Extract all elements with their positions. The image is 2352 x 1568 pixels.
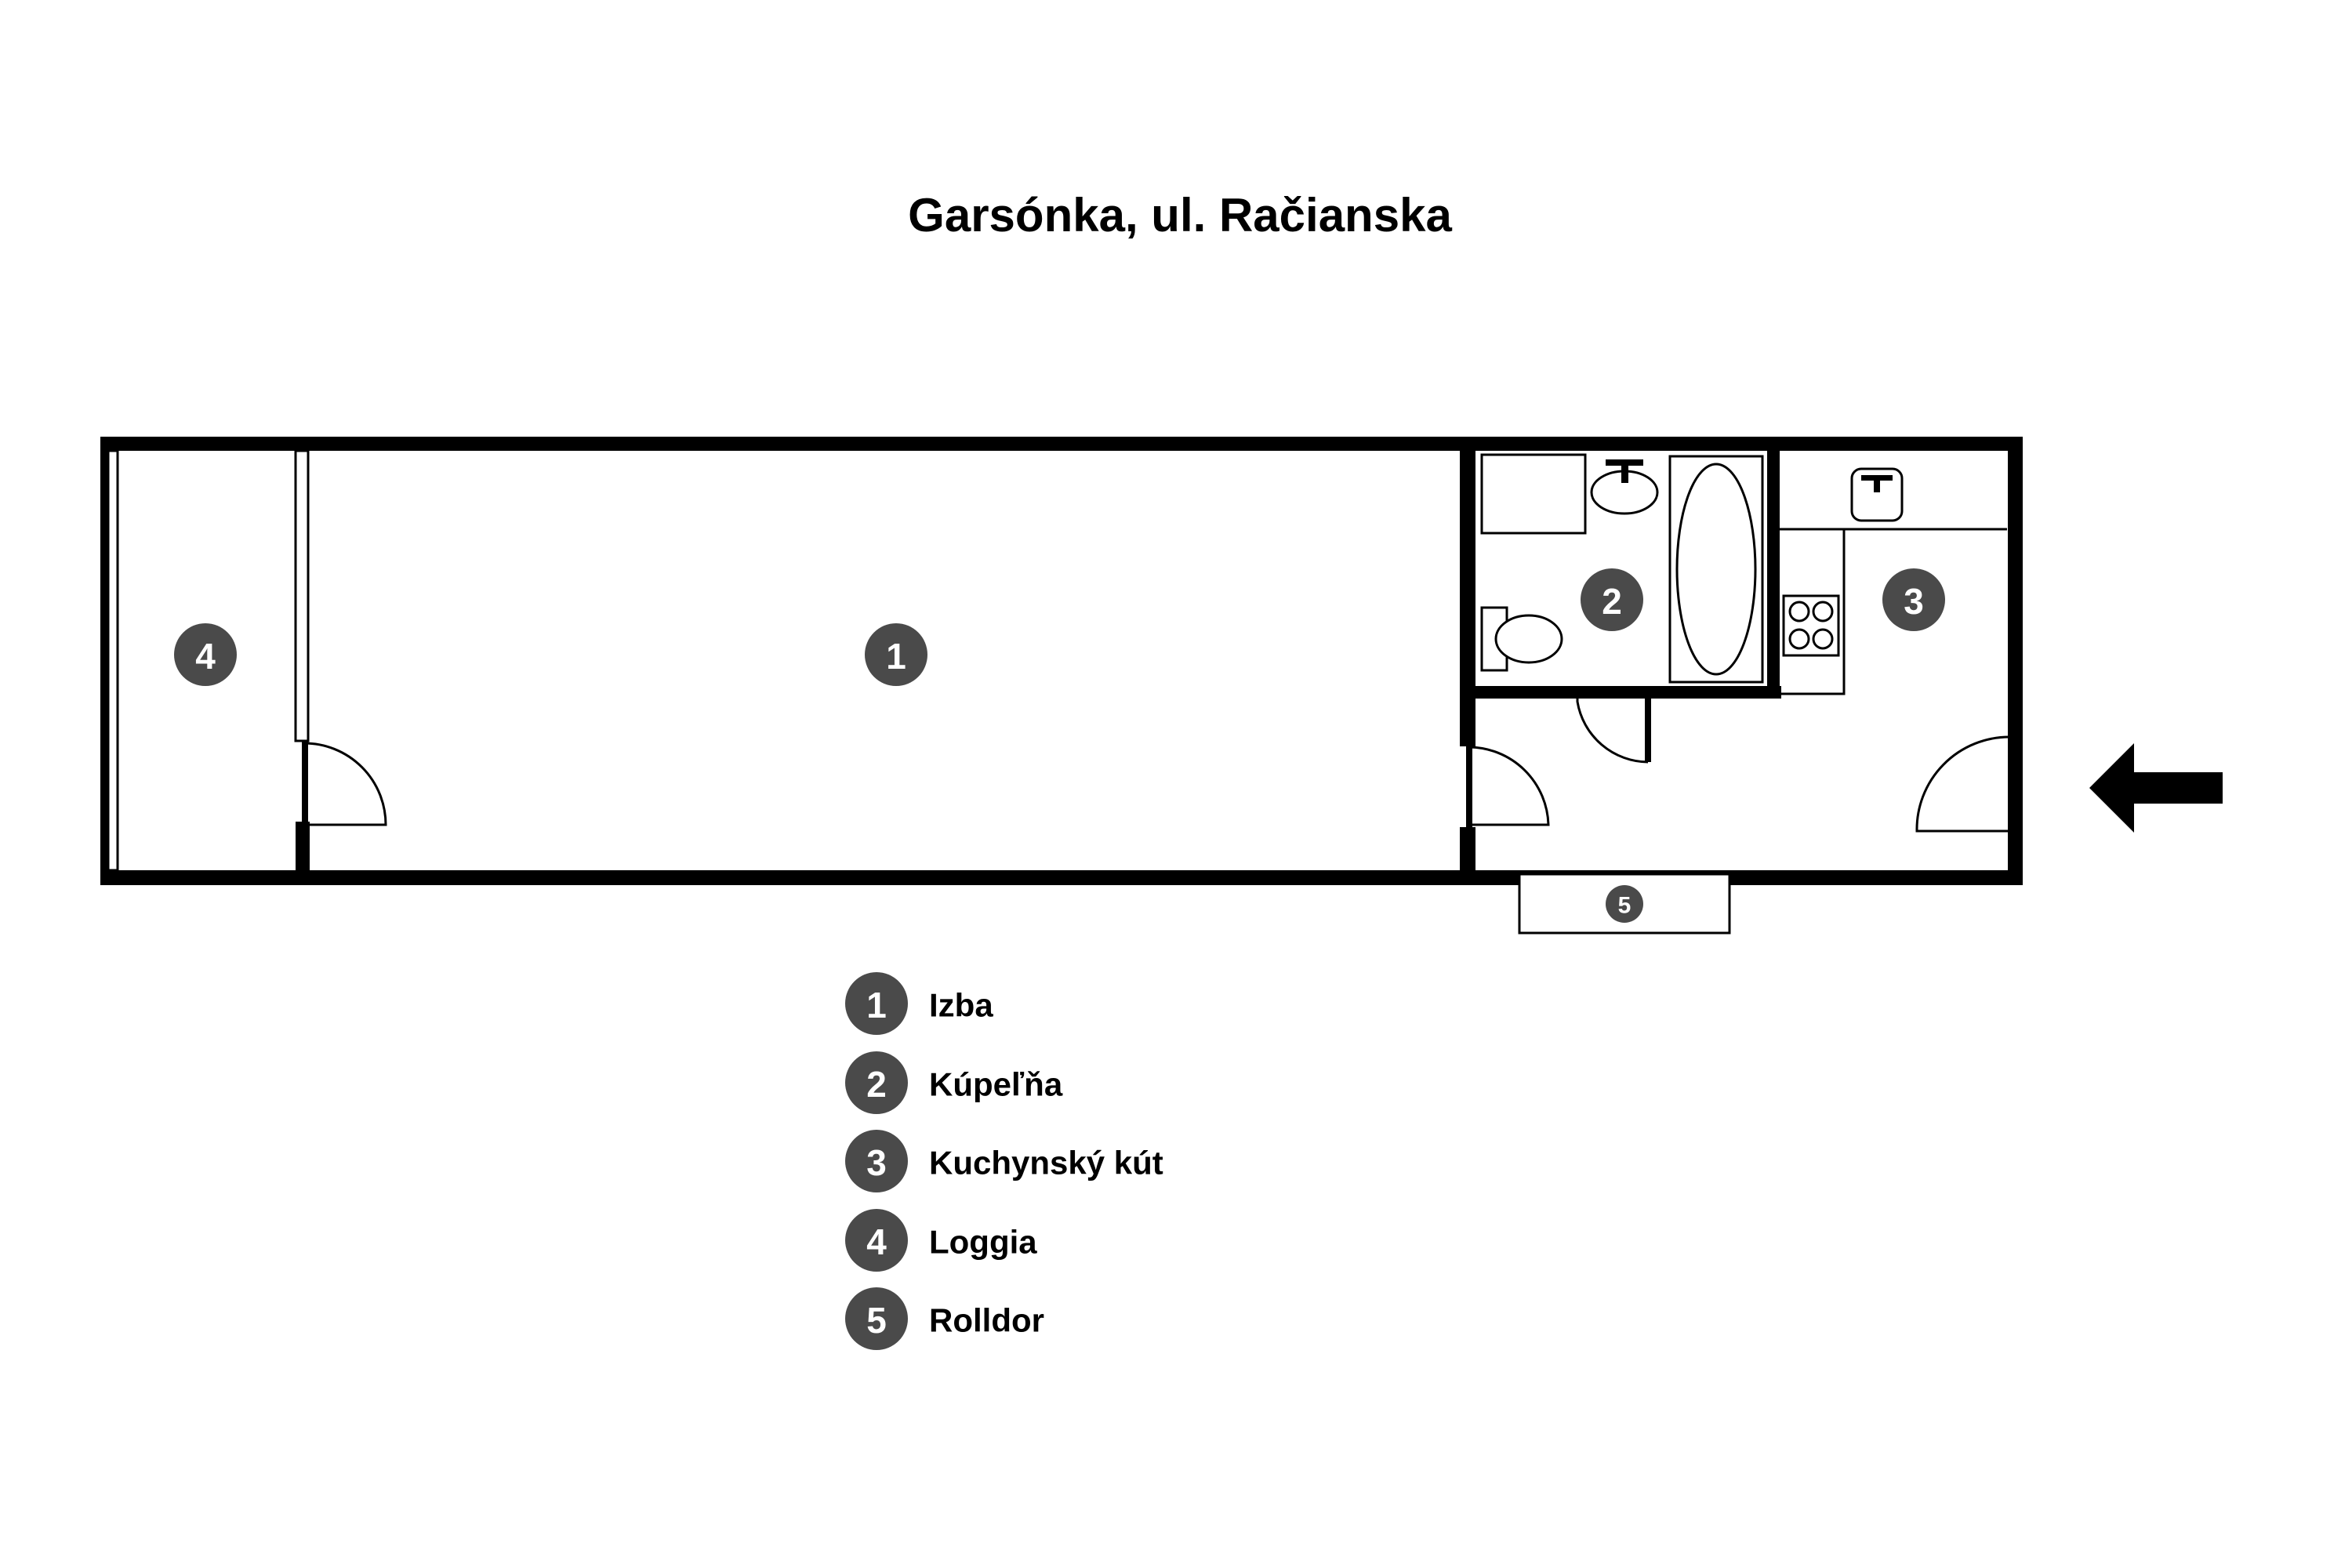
sink-icon <box>1590 459 1659 515</box>
legend-item: 5 Rolldor <box>845 1287 1044 1350</box>
washing-machine <box>1480 453 1587 535</box>
door-icon[interactable] <box>1576 690 1651 764</box>
svg-text:Kúpeľňa: Kúpeľňa <box>929 1066 1063 1103</box>
legend: 1 Izba 2 Kúpeľňa 3 Kuchynský kút 4 Loggi… <box>845 972 1163 1350</box>
svg-text:5: 5 <box>1618 893 1632 919</box>
legend-item: 2 Kúpeľňa <box>845 1051 1063 1114</box>
page-title: Garsónka, ul. Račianska <box>908 189 1452 241</box>
svg-text:Kuchynský kút: Kuchynský kút <box>929 1145 1163 1181</box>
room-badge-2: 2 <box>1581 568 1643 631</box>
svg-text:2: 2 <box>866 1064 887 1105</box>
loggia-partition <box>294 449 310 877</box>
room-badge-3: 3 <box>1882 568 1945 631</box>
svg-text:4: 4 <box>866 1221 887 1262</box>
svg-text:3: 3 <box>1904 581 1924 622</box>
stove-icon <box>1782 594 1840 657</box>
svg-text:4: 4 <box>195 636 216 677</box>
sink-icon <box>1850 467 1904 522</box>
svg-text:1: 1 <box>866 985 887 1025</box>
room-badge-4: 4 <box>174 623 237 686</box>
svg-text:Izba: Izba <box>929 987 993 1024</box>
loggia-window <box>107 449 119 872</box>
bathtub-icon <box>1668 455 1764 684</box>
bathroom-walls <box>1460 441 1781 699</box>
svg-text:1: 1 <box>886 636 906 677</box>
svg-text:5: 5 <box>866 1300 887 1341</box>
room-partition <box>1460 441 1475 876</box>
svg-text:Loggia: Loggia <box>929 1224 1037 1261</box>
legend-item: 1 Izba <box>845 972 993 1035</box>
door-icon[interactable] <box>302 742 387 826</box>
door-icon[interactable] <box>1915 735 2014 833</box>
legend-item: 3 Kuchynský kút <box>845 1130 1163 1192</box>
toilet-icon <box>1480 606 1563 672</box>
svg-text:Rolldor: Rolldor <box>929 1302 1044 1339</box>
room-badge-1: 1 <box>865 623 927 686</box>
entrance-arrow-icon <box>2089 743 2223 833</box>
legend-item: 4 Loggia <box>845 1209 1037 1272</box>
svg-text:3: 3 <box>866 1142 887 1183</box>
svg-text:2: 2 <box>1602 581 1622 622</box>
kitchen-counter <box>1780 528 2007 695</box>
room-badge-5: 5 <box>1606 885 1643 923</box>
door-icon[interactable] <box>1466 746 1550 827</box>
